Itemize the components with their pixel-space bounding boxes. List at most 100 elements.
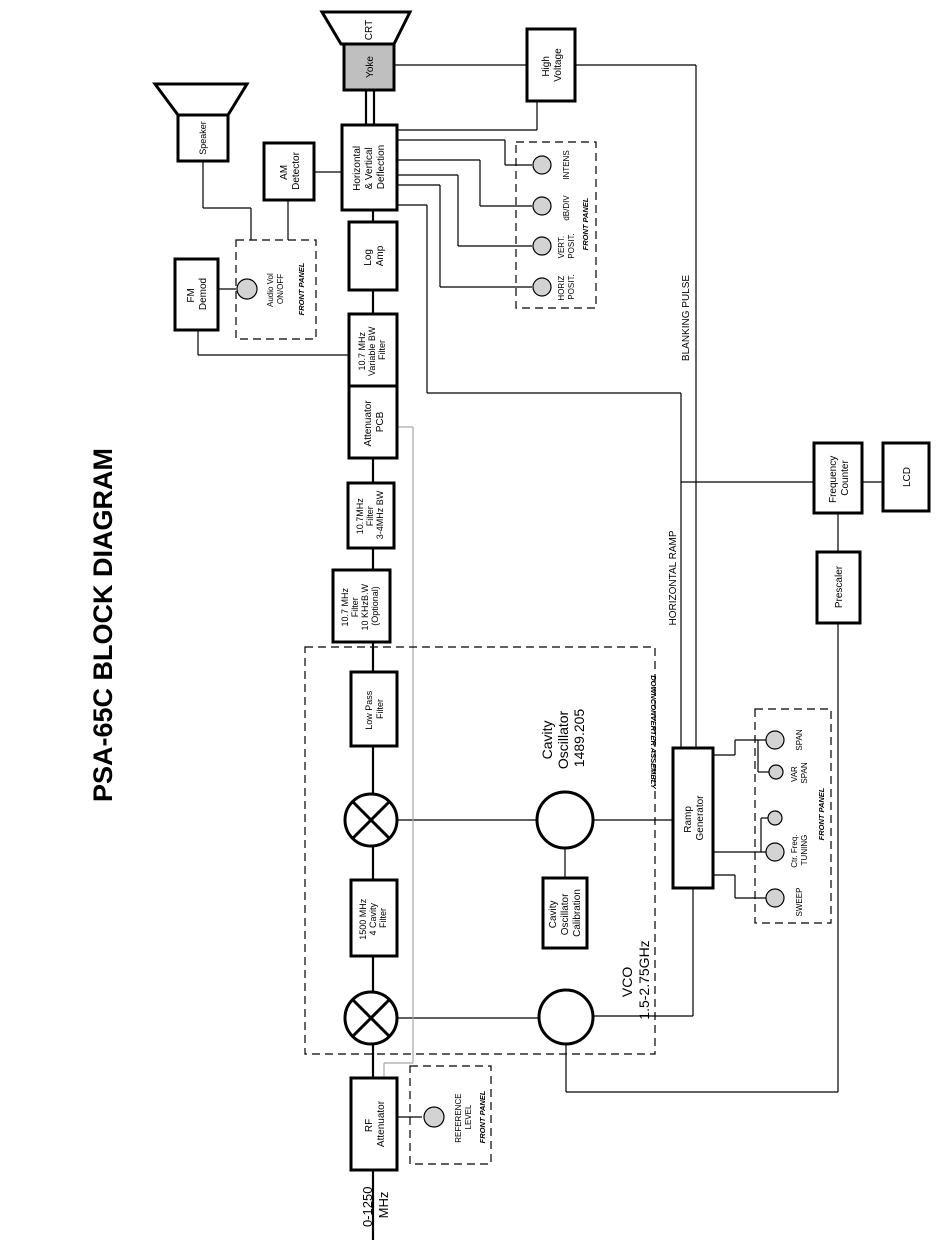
svg-text:RF Attenuator: RF Attenuator: [364, 1100, 387, 1147]
diagram-title: PSA-65C BLOCK DIAGRAM: [88, 448, 118, 802]
intens-label-group: INTENS: [562, 150, 571, 179]
svg-text:10.7 MHz Variable BW: 10.7 MHz Variable BW Filter: [357, 324, 387, 376]
fm-demod-block: FM Demod: [173, 257, 220, 332]
reference-level-label-2: LEVEL: [464, 1104, 473, 1129]
horiz-posit-label-1: HORIZ: [557, 276, 566, 301]
rf-attenuator-label-1: RF: [364, 1119, 375, 1132]
deflection-label-3: Deflection: [376, 145, 387, 189]
db-div-label: dB/DIV: [562, 195, 571, 221]
svg-text:Cavity Oscillator: Cavity Oscillator 1489.205: [539, 707, 587, 769]
horiz-posit-label-2: POSIT.: [567, 274, 576, 299]
input-label-2: MHz: [376, 1192, 391, 1219]
blanking-pulse-label: BLANKING PULSE: [681, 275, 692, 361]
vco-label-2: 1.5-2.75GHz: [636, 940, 652, 1019]
filter-3-4m-block: 10.7MHz Filter 3-4MHz BW: [346, 481, 396, 550]
ramp-front-panel-label: FRONT PANEL: [817, 787, 826, 840]
svg-text:Cavity Oscillator: Cavity Oscillator Calibration: [548, 889, 583, 937]
reference-level-label-group: REFERENCE LEVEL: [454, 1093, 473, 1142]
display-front-panel-label: FRONT PANEL: [581, 197, 590, 250]
cavity-osc-label-3: 1489.205: [571, 709, 587, 768]
ctr-freq-fine-knob[interactable]: [767, 810, 783, 826]
sweep-knob[interactable]: [765, 888, 785, 908]
horiz-posit-knob[interactable]: [532, 277, 552, 297]
db-div-label-group: dB/DIV: [562, 195, 571, 221]
filter-3-4m-label-3: 3-4MHz BW: [375, 490, 385, 539]
log-amp-label-1: Log: [363, 249, 374, 266]
vco-oscillator: [537, 988, 595, 1046]
cavity-oscillator: [535, 790, 595, 850]
yoke-label: Yoke: [365, 56, 376, 78]
ctr-freq-label-2: TUNING: [800, 835, 809, 866]
deflection-label-1: Horizontal: [352, 146, 363, 191]
ctr-freq-tuning-knob[interactable]: [765, 842, 785, 862]
filter-10k-label-2: Filter: [350, 597, 360, 617]
deflection-label-2: & Vertical: [364, 147, 375, 189]
ctr-freq-label-1: Ctr. Freq.: [790, 834, 799, 867]
svg-text:VERT. POSIT.: VERT. POSIT.: [557, 233, 576, 258]
speaker-block: Speaker: [152, 82, 250, 163]
attenuator-pcb-label-1: Attenuator: [363, 400, 374, 447]
ramp-generator-label-1: Ramp: [683, 806, 694, 833]
filter-1500-block: 1500 MHz 4 Cavity Filter: [349, 878, 399, 958]
audio-vol-label-2: ON/OFF: [276, 274, 285, 304]
reference-level-knob[interactable]: [423, 1106, 445, 1128]
reference-panel-outline: [409, 1065, 492, 1165]
vco-label-group: VCO 1.5-2.75GHz: [619, 940, 652, 1019]
cavity-cal-label-1: Cavity: [548, 900, 559, 928]
input-label-1: 0-1250: [360, 1187, 375, 1227]
ramp-front-panel-group: FRONT PANEL: [817, 787, 826, 840]
am-detector-label-2: Detector: [291, 151, 302, 189]
display-panel-outline: [515, 141, 597, 309]
reference-level-label-1: REFERENCE: [454, 1093, 463, 1142]
fm-demod-label-1: FM: [186, 288, 197, 302]
downconverter-assembly-label-group: DOWNCONVERTER ASSEMBLY: [649, 675, 658, 790]
frequency-counter-label-1: Frequency: [828, 456, 839, 503]
span-label-group: SPAN: [795, 729, 804, 750]
crt-label: CRT: [364, 20, 375, 40]
var-span-label-2: SPAN: [800, 762, 809, 783]
svg-text:10.7MHz Filter 3-4: 10.7MHz Filter 3-4MHz BW: [355, 490, 385, 539]
cavity-cal-label-2: Oscillator: [560, 893, 571, 935]
am-detector-label-1: AM: [279, 165, 290, 180]
display-front-panel-group: FRONT PANEL: [581, 197, 590, 250]
filter-10k-label-1: 10.7 MHz: [340, 588, 350, 627]
var-bw-filter-label-3: Filter: [377, 340, 387, 360]
svg-text:High Voltage: High Voltage: [541, 48, 564, 82]
var-span-label-group: VAR SPAN: [790, 762, 809, 783]
attenuator-pcb-label-2: PCB: [375, 411, 386, 432]
filter-3-4m-label-1: 10.7MHz: [355, 498, 365, 535]
speaker-label: Speaker: [198, 121, 208, 155]
var-span-label-1: VAR: [790, 766, 799, 782]
filter-1500-label-1: 1500 MHz: [358, 898, 368, 940]
var-span-knob[interactable]: [768, 764, 784, 780]
mixer-2: [343, 792, 399, 848]
rf-attenuator-block: RF Attenuator: [349, 1076, 399, 1172]
audio-vol-label-group: Audio Vol ON/OFF: [266, 273, 285, 307]
db-div-knob[interactable]: [532, 196, 552, 216]
vert-posit-knob[interactable]: [532, 236, 552, 256]
ramp-panel-outline: [754, 708, 832, 924]
downconverter-assembly-label: DOWNCONVERTER ASSEMBLY: [649, 675, 658, 790]
ctr-freq-label-group: Ctr. Freq. TUNING: [790, 832, 809, 868]
frequency-counter-block: Frequency Counter: [812, 441, 864, 515]
filter-10k-label-4: (Optional): [370, 586, 380, 626]
svg-text:0-1250 MHz: 0-1250 MHz: [360, 1183, 391, 1227]
high-voltage-block: High Voltage: [525, 27, 577, 103]
audio-front-panel-group: FRONT PANEL: [297, 262, 306, 315]
low-pass-label-1: Low Pass: [364, 690, 374, 730]
prescaler-label: Prescaler: [834, 565, 845, 608]
vert-posit-label-2: POSIT.: [567, 233, 576, 258]
svg-text:Attenuator PCB: Attenuator PCB: [363, 398, 386, 447]
audio-volume-knob[interactable]: [236, 278, 258, 300]
lcd-label: LCD: [902, 467, 913, 487]
mixer-1: [343, 990, 399, 1046]
svg-text:FM Demod: FM Demod: [186, 278, 209, 310]
intens-knob[interactable]: [532, 155, 552, 175]
cavity-cal-label-3: Calibration: [572, 889, 583, 937]
span-knob[interactable]: [765, 730, 785, 750]
audio-front-panel-label: FRONT PANEL: [297, 262, 306, 315]
var-bw-filter-label-2: Variable BW: [367, 326, 377, 376]
ramp-generator-label-2: Generator: [695, 795, 706, 841]
low-pass-label-2: Filter: [375, 699, 385, 719]
svg-text:Ctr. Freq. TUNING: Ctr. Freq. TUNING: [790, 832, 809, 868]
